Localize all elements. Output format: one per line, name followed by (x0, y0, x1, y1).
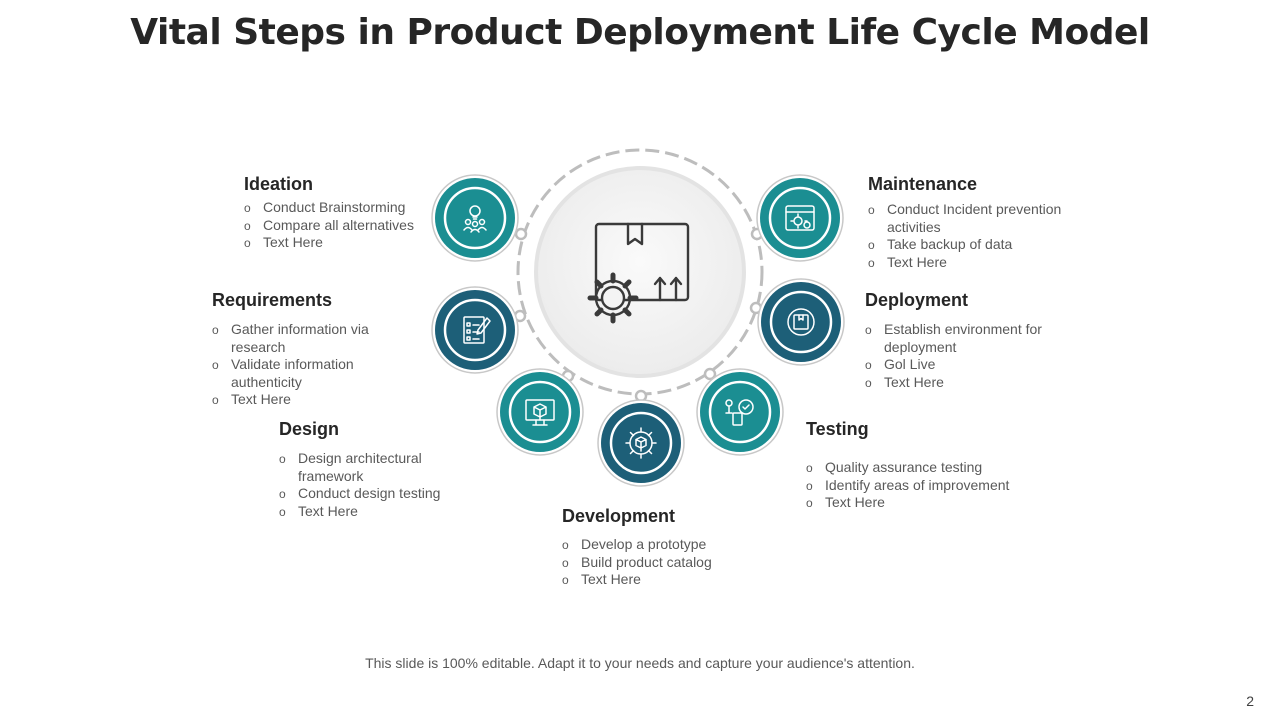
step-ideation: IdeationConduct BrainstormingCompare all… (244, 174, 444, 252)
step-bullet-item: Quality assurance testing (806, 459, 1036, 477)
step-bullet-item: Establish environment for deployment (865, 321, 1045, 356)
step-bullet-item: Gol Live (865, 356, 1045, 374)
box-with-gear-and-arrows-icon (587, 222, 690, 324)
step-bullet-item: Gather information via research (212, 321, 387, 356)
step-bullet-list: Quality assurance testingIdentify areas … (806, 459, 1036, 512)
step-bullet-item: Conduct Brainstorming (244, 199, 444, 217)
step-bullet-item: Text Here (212, 391, 387, 409)
node-inner-circle (443, 186, 507, 250)
step-title: Design (279, 419, 340, 439)
step-bullet-item: Text Here (806, 494, 1036, 512)
step-node-development (597, 389, 685, 487)
step-node-testing (696, 367, 784, 456)
footer-note: This slide is 100% editable. Adapt it to… (365, 655, 915, 671)
deploy-box-icon (787, 308, 815, 336)
step-requirements: RequirementsGather information via resea… (212, 290, 387, 409)
step-title: Deployment (865, 290, 969, 310)
step-bullet-list: Design architectural frameworkConduct de… (279, 450, 459, 520)
lightbulb-team-icon (463, 205, 487, 233)
step-title: Testing (806, 419, 869, 439)
step-bullet-item: Develop a prototype (562, 536, 762, 554)
step-bullet-item: Text Here (865, 374, 1045, 392)
step-bullet-item: Take backup of data (868, 236, 1083, 254)
inner-ring (534, 166, 746, 378)
node-inner-circle (769, 290, 833, 354)
step-bullet-item: Text Here (279, 503, 459, 521)
step-bullet-item: Identify areas of improvement (806, 477, 1036, 495)
quality-check-icon (725, 399, 754, 426)
gear-cube-icon (625, 427, 657, 459)
page-title: Vital Steps in Product Deployment Life C… (130, 12, 1150, 53)
page-number: 2 (1246, 693, 1254, 709)
step-node-deployment (749, 278, 845, 366)
step-testing: TestingQuality assurance testingIdentify… (806, 419, 1036, 512)
node-inner-circle (708, 380, 772, 444)
node-inner-circle (443, 298, 507, 362)
step-node-ideation (431, 174, 528, 262)
checklist-icon (463, 316, 491, 344)
step-title: Development (562, 506, 676, 526)
step-maintenance: MaintenanceConduct Incident prevention a… (868, 174, 1083, 271)
step-bullet-item: Text Here (244, 234, 444, 252)
step-title: Requirements (212, 290, 333, 310)
monitor-cube-icon (525, 399, 555, 426)
step-bullet-list: Establish environment for deploymentGol … (865, 321, 1045, 391)
step-bullet-item: Build product catalog (562, 554, 762, 572)
step-bullet-item: Conduct Incident prevention activities (868, 201, 1083, 236)
ring-connector-dot (514, 227, 528, 241)
step-development: DevelopmentDevelop a prototypeBuild prod… (562, 506, 762, 589)
step-deployment: DeploymentEstablish environment for depl… (865, 290, 1045, 391)
step-bullet-item: Conduct design testing (279, 485, 459, 503)
step-node-requirements (431, 286, 527, 374)
step-node-design (496, 368, 584, 456)
step-bullet-list: Gather information via researchValidate … (212, 321, 387, 409)
step-bullet-list: Conduct Incident prevention activitiesTa… (868, 201, 1083, 271)
step-title: Ideation (244, 174, 314, 194)
step-bullet-item: Validate information authenticity (212, 356, 387, 391)
ring-connector-dot (703, 367, 717, 381)
step-title: Maintenance (868, 174, 978, 194)
step-bullet-item: Text Here (868, 254, 1083, 272)
step-design: DesignDesign architectural frameworkCond… (279, 419, 459, 520)
browser-settings-icon (785, 205, 815, 231)
step-bullet-item: Text Here (562, 571, 762, 589)
step-node-maintenance (750, 174, 844, 262)
step-bullet-list: Conduct BrainstormingCompare all alterna… (244, 199, 444, 252)
step-bullet-list: Develop a prototypeBuild product catalog… (562, 536, 762, 589)
step-bullet-item: Compare all alternatives (244, 217, 444, 235)
step-bullet-item: Design architectural framework (279, 450, 459, 485)
